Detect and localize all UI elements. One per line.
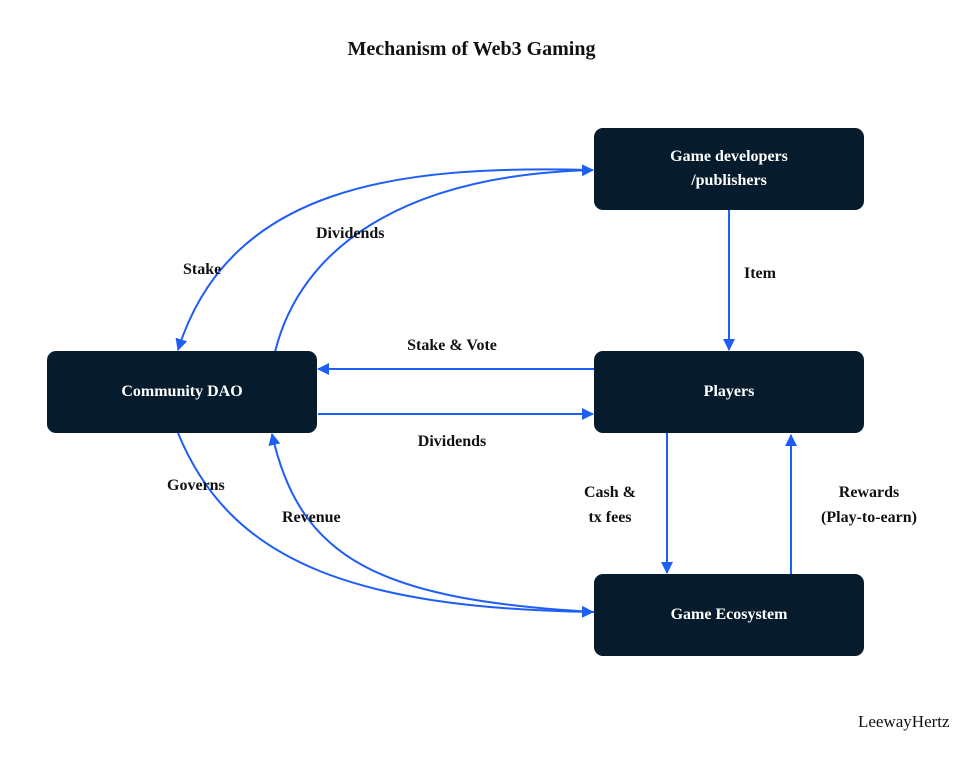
node-community-dao-label: Community DAO xyxy=(121,383,243,400)
label-stake-vote: Stake & Vote xyxy=(407,337,497,354)
label-revenue: Revenue xyxy=(282,509,341,526)
label-cash-fees: Cash & tx fees xyxy=(583,484,637,526)
diagram-title: Mechanism of Web3 Gaming xyxy=(347,38,596,60)
label-dividends-middle: Dividends xyxy=(417,433,487,450)
label-governs: Governs xyxy=(167,477,225,494)
label-rewards: Rewards (Play-to-earn) xyxy=(821,484,917,526)
node-game-developers-label: Game developers /publishers xyxy=(670,148,788,189)
node-game-ecosystem: Game Ecosystem xyxy=(594,574,864,656)
node-game-ecosystem-label: Game Ecosystem xyxy=(670,606,788,623)
arrow-stake xyxy=(175,168,592,351)
node-players: Players xyxy=(594,351,864,433)
arrow-governs xyxy=(177,432,594,618)
node-players-label: Players xyxy=(703,383,755,400)
label-stake: Stake xyxy=(183,261,222,278)
watermark-logo: LeewayHertz xyxy=(858,712,950,731)
label-dividends-top: Dividends xyxy=(316,225,385,242)
arrow-dividends-top xyxy=(274,164,594,353)
node-community-dao: Community DAO xyxy=(47,351,317,433)
node-game-developers: Game developers /publishers xyxy=(594,128,864,210)
arrow-revenue xyxy=(268,433,596,613)
label-item: Item xyxy=(744,265,776,282)
